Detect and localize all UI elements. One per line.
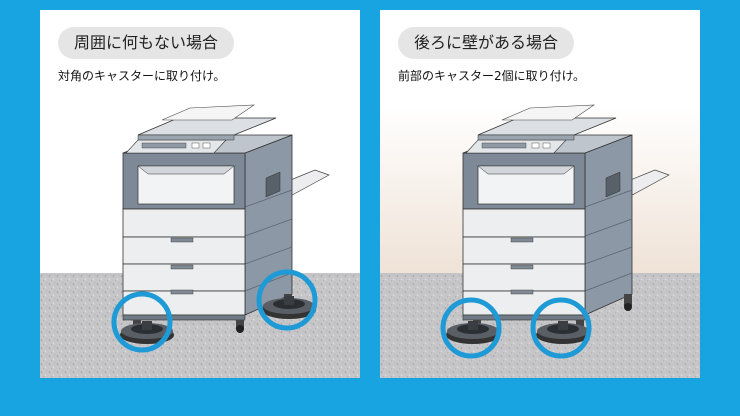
illustration-front-casters bbox=[380, 104, 700, 378]
highlight-circle bbox=[440, 297, 502, 359]
panel-no-obstacles: 周囲に何もない場合 対角のキャスターに取り付け。 bbox=[40, 10, 360, 378]
panel-title: 後ろに壁がある場合 bbox=[398, 27, 575, 59]
panel-caption: 対角のキャスターに取り付け。 bbox=[58, 69, 226, 83]
panel-caption: 前部のキャスター2個に取り付け。 bbox=[398, 69, 586, 83]
highlight-circle bbox=[111, 291, 173, 353]
highlight-circle bbox=[256, 269, 318, 331]
panel-wall-behind: 後ろに壁がある場合 前部のキャスター2個に取り付け。 bbox=[380, 10, 700, 378]
illustration-diagonal-casters bbox=[40, 104, 360, 378]
highlight-circle bbox=[530, 297, 592, 359]
panel-title: 周囲に何もない場合 bbox=[58, 27, 235, 59]
